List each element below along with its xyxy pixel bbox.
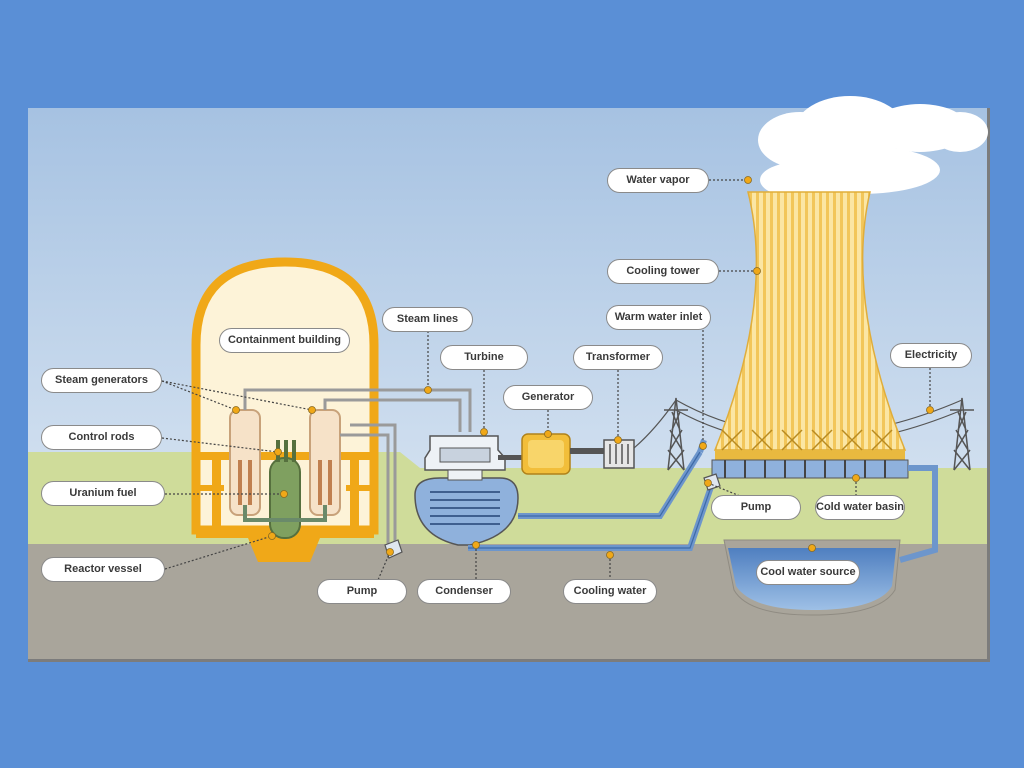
label-cold-water-basin: Cold water basin (815, 495, 905, 520)
leader-dots (232, 176, 934, 559)
steam-lines (243, 388, 472, 555)
label-electricity: Electricity (890, 343, 972, 368)
turbine (424, 435, 523, 471)
label-cool-water-source: Cool water source (756, 560, 860, 585)
label-warm-water-inlet: Warm water inlet (606, 305, 711, 330)
power-pylon-right (950, 397, 974, 471)
label-containment-building: Containment building (219, 328, 350, 353)
leader-lines (161, 179, 931, 581)
generator (521, 433, 604, 475)
steam-generator-right (309, 409, 341, 516)
label-control-rods: Control rods (41, 425, 162, 450)
steam-cloud (758, 96, 988, 198)
label-steam-lines: Steam lines (382, 307, 473, 332)
primary-loop-pipe (243, 505, 327, 522)
label-water-vapor: Water vapor (607, 168, 709, 193)
label-generator: Generator (503, 385, 593, 410)
label-turbine: Turbine (440, 345, 528, 370)
label-transformer: Transformer (573, 345, 663, 370)
label-cooling-water: Cooling water (563, 579, 657, 604)
label-pump-right: Pump (711, 495, 801, 520)
label-steam-generators: Steam generators (41, 368, 162, 393)
condenser (414, 469, 519, 546)
cooling-tower (711, 191, 909, 479)
transformer (603, 439, 635, 469)
label-pump-left: Pump (317, 579, 407, 604)
label-condenser: Condenser (417, 579, 511, 604)
label-reactor-vessel: Reactor vessel (41, 557, 165, 582)
power-pylon-left (664, 397, 688, 471)
label-cooling-tower: Cooling tower (607, 259, 719, 284)
label-uranium-fuel: Uranium fuel (41, 481, 165, 506)
steam-generator-left (229, 409, 261, 516)
